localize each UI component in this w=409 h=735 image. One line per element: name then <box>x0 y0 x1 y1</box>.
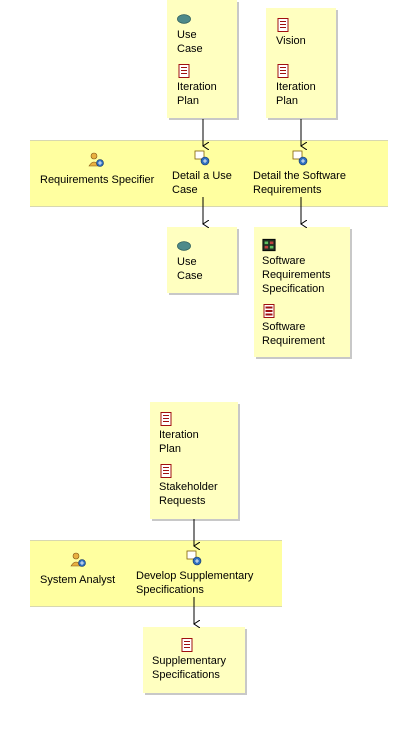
role-label-system-analyst[interactable]: System Analyst <box>40 574 116 586</box>
task-band-2 <box>30 540 282 607</box>
artifact-iteration-plan-input-2[interactable]: Iteration Plan <box>276 64 338 108</box>
artifact-iteration-plan-2[interactable]: Iteration Plan <box>159 412 221 456</box>
artifact-label: Iteration Plan <box>159 429 199 455</box>
document-icon <box>160 464 172 478</box>
artifact-label: Software Requirement <box>262 321 325 347</box>
task-icon <box>186 550 202 566</box>
artifact-label: Use Case <box>177 29 203 55</box>
artifact-stakeholder-requests[interactable]: Stakeholder Requests <box>159 464 234 508</box>
artifact-label: Supplementary Specifications <box>152 655 226 681</box>
use-case-icon <box>177 14 191 24</box>
artifact-label: Iteration Plan <box>276 81 316 107</box>
artifact-use-case-input[interactable]: Use Case <box>177 12 239 56</box>
task-label-detail-use-case[interactable]: Detail a Use Case <box>172 170 232 196</box>
artifact-srs[interactable]: Software Requirements Specification <box>262 238 342 296</box>
model-document-icon <box>262 238 276 252</box>
artifact-label: Use Case <box>177 256 203 282</box>
document-icon <box>160 412 172 426</box>
artifact-label: Iteration Plan <box>177 81 217 107</box>
document-icon <box>277 18 289 32</box>
requirement-document-icon <box>263 304 275 318</box>
task-label-develop-supplementary[interactable]: Develop Supplementary Specifications <box>136 570 254 596</box>
artifact-use-case-output[interactable]: Use Case <box>177 239 239 283</box>
document-icon <box>277 64 289 78</box>
document-icon <box>178 64 190 78</box>
artifact-vision[interactable]: Vision <box>276 18 338 48</box>
output-box-2 <box>143 627 245 693</box>
task-icon <box>194 150 210 166</box>
task-band-1 <box>30 140 388 207</box>
role-label[interactable]: Requirements Specifier <box>40 174 155 186</box>
role-icon <box>88 152 104 167</box>
artifact-label: Software Requirements Specification <box>262 255 331 295</box>
artifact-software-requirement[interactable]: Software Requirement <box>262 304 342 348</box>
output-box-use-case <box>167 227 237 293</box>
task-icon <box>292 150 308 166</box>
artifact-label: Stakeholder Requests <box>159 481 218 507</box>
document-icon <box>181 638 193 652</box>
role-icon <box>70 552 86 567</box>
artifact-iteration-plan-input[interactable]: Iteration Plan <box>177 64 239 108</box>
artifact-supplementary-specifications[interactable]: Supplementary Specifications <box>152 638 242 682</box>
task-label-detail-software-requirements[interactable]: Detail the Software Requirements <box>253 170 346 196</box>
artifact-label: Vision <box>276 35 306 47</box>
use-case-icon <box>177 241 191 251</box>
